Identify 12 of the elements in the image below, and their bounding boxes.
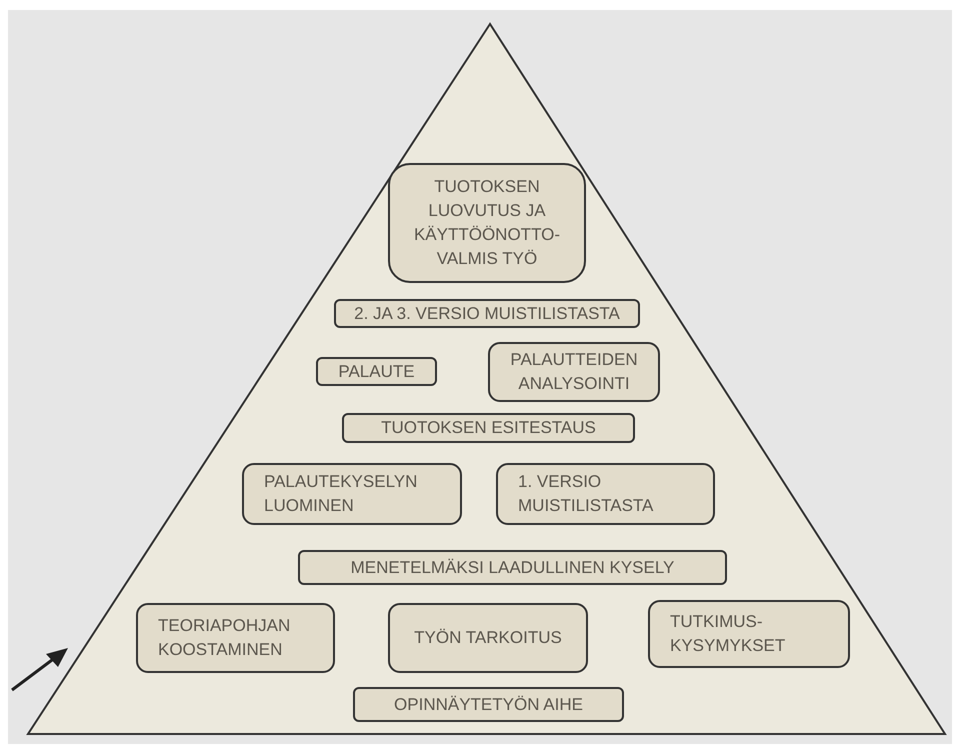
step-box: PALAUTTEIDEN ANALYSOINTI	[488, 342, 660, 402]
step-box: OPINNÄYTETYÖN AIHE	[353, 687, 624, 722]
step-box: 2. JA 3. VERSIO MUISTILISTASTA	[334, 299, 640, 328]
step-box: TUOTOKSEN ESITESTAUS	[342, 413, 635, 443]
step-box: 1. VERSIO MUISTILISTASTA	[496, 463, 715, 525]
step-box: TEORIAPOHJAN KOOSTAMINEN	[136, 603, 335, 673]
step-box: TUTKIMUS- KYSYMYKSET	[648, 600, 850, 668]
step-box: PALAUTE	[316, 357, 437, 386]
step-box: PALAUTEKYSELYN LUOMINEN	[242, 463, 462, 525]
step-box: MENETELMÄKSI LAADULLINEN KYSELY	[298, 550, 727, 585]
step-box: TYÖN TARKOITUS	[388, 603, 588, 673]
step-box: TUOTOKSEN LUOVUTUS JA KÄYTTÖÖNOTTO- VALMIS TYÖ	[388, 163, 586, 283]
